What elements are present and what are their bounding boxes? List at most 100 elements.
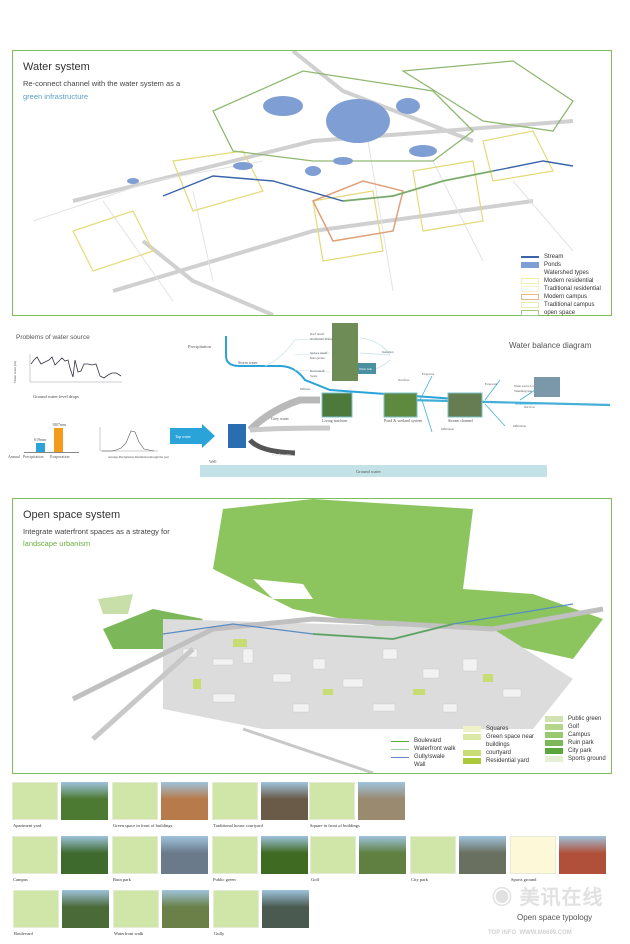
roof-runoff-label: Roof runoff — [310, 332, 325, 336]
evaporation-bar — [54, 428, 63, 452]
typology-diagram — [12, 836, 58, 874]
typology-title: Open space typology — [517, 913, 593, 922]
groundwater-ylabel: Water level (m) — [12, 361, 17, 383]
evaporation-label: Evaporation — [50, 454, 70, 459]
typology-label: Apartment yard — [13, 823, 42, 828]
water-system-panel: Water system Re-connect channel with the… — [12, 50, 612, 316]
stormwater-planter-label: Stormwater planter — [310, 337, 334, 341]
typology-photo — [61, 782, 108, 820]
open-space-legend-mid: Squares Green space near buildings court… — [463, 725, 540, 765]
pond-wetland-label: Pond & wetland system — [384, 418, 423, 423]
typology-label: City park — [411, 877, 428, 882]
legend-squares: Squares — [463, 725, 540, 733]
typology-diagram — [113, 890, 159, 928]
open-space-panel: Open space system Integrate waterfront s… — [12, 498, 612, 774]
open-space-legend-right: Public green Golf Campus Ruin park City … — [545, 715, 606, 763]
stream-channel-label: Stream channel — [448, 418, 473, 423]
typology-photo — [161, 782, 208, 820]
water-system-title: Water system — [23, 61, 90, 73]
water-balance-flows — [170, 323, 610, 477]
precipitation-bar — [36, 443, 45, 452]
evaporate-label-1: Evaporate — [422, 372, 435, 376]
typology-label: Gully — [214, 931, 225, 936]
water-system-map — [32, 51, 574, 315]
annual-label: Annual — [8, 454, 20, 459]
retention-label: Retention — [382, 350, 394, 354]
legend-sports-ground: Sports ground — [545, 755, 606, 763]
watermark-icon: ◉ — [492, 887, 520, 909]
typology-diagram — [212, 782, 258, 820]
open-space-subtitle-highlight: landscape urbanism — [23, 539, 91, 548]
infiltrate-label: Infiltrate — [300, 387, 311, 391]
typology-diagram — [510, 836, 556, 874]
grey-water-label: Grey water — [271, 416, 289, 421]
water-source-label: Water source for — [514, 384, 534, 388]
watermark-url: TOP INFO WWW.M6699.COM — [488, 930, 572, 936]
out-flow-label: Out flow — [524, 405, 535, 409]
rain-garden-label: Rain garden — [310, 356, 325, 360]
water-source-label-2: Yuanmingyuan — [514, 389, 533, 393]
typology-photo — [61, 836, 108, 874]
precipitation-label: Precipitation — [188, 344, 211, 349]
water-system-subtitle: Re-connect channel with the water system… — [23, 79, 181, 88]
legend-courtyard: courtyard — [463, 749, 540, 757]
typology-diagram — [309, 782, 355, 820]
typology-label: Traditional house courtyard — [213, 823, 263, 828]
legend-ponds: Ponds — [521, 261, 601, 269]
typology-photo — [358, 782, 405, 820]
tap-water-label: Tap water — [175, 434, 191, 439]
legend-residential-yard: Residential yard — [463, 757, 540, 765]
typology-label: Boulevard — [14, 931, 33, 936]
typology-photo — [559, 836, 606, 874]
legend-wall: Wall — [414, 762, 426, 768]
typology-diagram — [212, 836, 258, 874]
typology-label: Square in front of buildings — [310, 823, 360, 828]
legend-waterfront-walk: Waterfront walk — [391, 745, 455, 753]
storm-water-label: Storm water — [238, 360, 258, 365]
typology-diagram — [13, 890, 59, 928]
overflow-label: Overflow — [398, 378, 410, 382]
legend-open-space: open space — [521, 309, 601, 317]
typology-label: Ruin park — [113, 877, 131, 882]
swale-label: Swale — [310, 374, 318, 378]
monthly-caption: Average Precipitation distribution throu… — [108, 455, 170, 459]
legend-boulevard: Boulevard — [391, 737, 455, 745]
typology-label: Golf — [311, 877, 320, 882]
open-space-subtitle: Integrate waterfront spaces as a strateg… — [23, 527, 170, 536]
typology-diagram — [410, 836, 456, 874]
legend-ruin-park: Ruin park — [545, 739, 606, 747]
legend-golf: Golf — [545, 723, 606, 731]
water-system-legend: Stream Ponds Watershed types Modern resi… — [521, 253, 601, 317]
watermark-logo: ◉ 美讯在线 — [492, 887, 604, 909]
precipitation-value: 619mm — [34, 437, 47, 442]
black-water-label: Black water — [272, 452, 292, 457]
living-machine-label: Living machine — [322, 418, 348, 423]
legend-campus: Campus — [545, 731, 606, 739]
evaporation-value: 1807mm — [52, 422, 67, 427]
typology-diagram — [112, 836, 158, 874]
typology-photo — [262, 890, 309, 928]
legend-gully-swale: Gully/swale — [391, 753, 455, 761]
typology-photo — [261, 782, 308, 820]
legend-city-park: City park — [545, 747, 606, 755]
legend-stream: Stream — [521, 253, 601, 261]
water-source-title: Problems of water source — [16, 334, 90, 341]
typology-photo — [459, 836, 506, 874]
open-space-title: Open space system — [23, 509, 121, 521]
legend-public-green: Public green — [545, 715, 606, 723]
typology-photo — [161, 836, 208, 874]
water-tank-label: Water tank — [359, 367, 373, 371]
water-system-subtitle-highlight: green infrastructure — [23, 92, 89, 101]
legend-modern-campus: Modern campus — [521, 293, 601, 301]
legend-watershed-types: Watershed types — [544, 270, 589, 276]
typology-photo — [162, 890, 209, 928]
groundwater-caption: Ground water level drops — [33, 394, 79, 399]
typology-label: Campus — [13, 877, 28, 882]
annual-bar-chart: 619mm 1807mm Annual Precipitation Evapor… — [8, 420, 92, 460]
ground-water-label: Ground water — [356, 469, 381, 474]
typology-label: Public green — [213, 877, 236, 882]
precipitation-label: Precipitation — [23, 454, 44, 459]
legend-traditional-campus: Traditional campus — [521, 301, 601, 309]
open-space-legend-lines: Boulevard Waterfront walk Gully/swale Wa… — [391, 737, 455, 769]
infiltration-label-1: Infiltration — [441, 427, 454, 431]
